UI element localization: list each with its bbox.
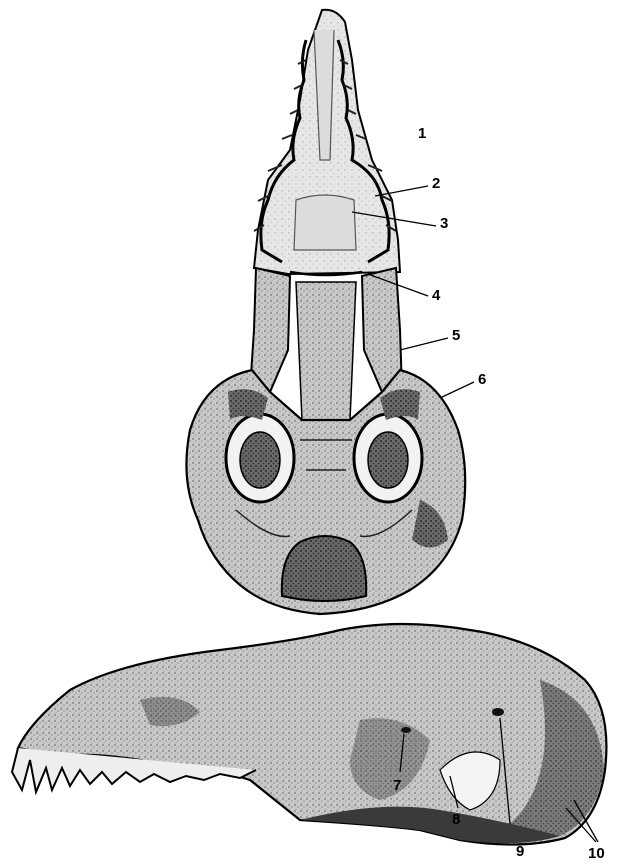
label-3: 3 [440, 216, 448, 231]
label-2: 2 [432, 176, 440, 191]
label-1: 1 [418, 126, 426, 141]
leader-line-6 [440, 382, 474, 398]
skull-ventral-view [186, 10, 465, 614]
label-9: 9 [516, 844, 524, 859]
leader-line-5 [400, 338, 448, 350]
label-8: 8 [452, 812, 460, 827]
mandible-lateral-view [12, 624, 606, 845]
label-6: 6 [478, 372, 486, 387]
label-4: 4 [432, 288, 440, 303]
mandible [18, 624, 606, 845]
foramen-magnum [282, 536, 366, 601]
label-10: 10 [588, 846, 605, 861]
label-7: 7 [393, 778, 401, 793]
mandibular-foramen [492, 708, 504, 716]
label-5: 5 [452, 328, 460, 343]
mesopterygoid-fossa [296, 282, 356, 420]
mental-foramen [401, 727, 411, 733]
